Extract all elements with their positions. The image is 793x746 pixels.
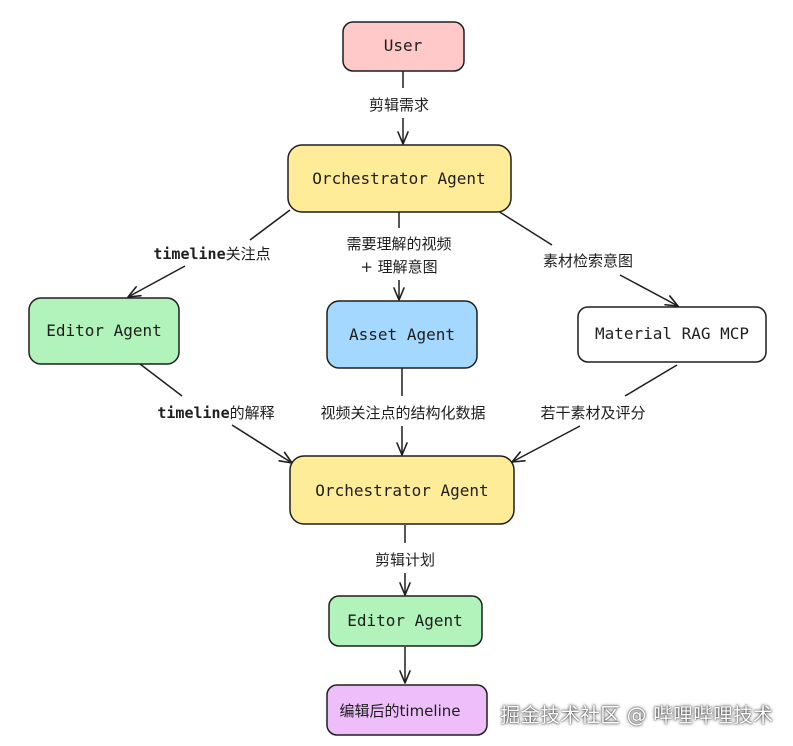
node-user-box (342, 21, 465, 72)
edge-label-timeline-explanation-mono: timeline (157, 404, 229, 422)
edge-editor-to-orchestrator-lower (231, 424, 293, 464)
node-orchestrator-mid-label: Orchestrator Agent (315, 481, 488, 500)
edge-label-timeline-explanation: timeline的解释 (157, 404, 274, 422)
edge-label-timeline-explanation-rest: 的解释 (230, 404, 275, 422)
edge-label-timeline-focus-mono: timeline (153, 245, 225, 263)
node-orchestrator-mid-box (289, 455, 515, 525)
node-orchestrator-top-label: Orchestrator Agent (312, 169, 485, 188)
node-asset: Asset Agent (326, 300, 478, 369)
edge-orchestrator-to-material-upper (497, 210, 553, 246)
node-editor-left-box (28, 297, 180, 365)
edge-label-timeline-focus-rest: 关注点 (226, 245, 271, 263)
node-asset-box (326, 300, 478, 369)
edge-label-editing-plan: 剪辑计划 (375, 551, 435, 569)
edge-orchestrator-to-editor-lower (127, 265, 186, 298)
node-material-label: Material RAG MCP (595, 324, 749, 343)
node-orchestrator-top-box (287, 144, 512, 213)
node-user: User (342, 21, 465, 72)
node-editor-left: Editor Agent (28, 297, 180, 365)
node-output-label: 编辑后的timeline (340, 702, 461, 720)
node-orchestrator-top: Orchestrator Agent (287, 144, 512, 213)
edge-orchestrator-to-editor-upper (249, 209, 291, 241)
node-asset-label: Asset Agent (349, 325, 455, 344)
edge-label-editing-requirements: 剪辑需求 (369, 96, 429, 114)
edges (127, 71, 679, 684)
edge-editor-to-orchestrator-upper (139, 363, 183, 397)
node-editor-bottom: Editor Agent (328, 595, 483, 647)
edge-label-materials-and-scores: 若干素材及评分 (540, 404, 645, 422)
node-editor-bottom-box (328, 595, 483, 647)
watermark: 掘金技术社区 @ 哔哩哔哩技术 (500, 703, 773, 727)
edge-orchestrator-to-material-lower (619, 274, 679, 307)
node-editor-bottom-label: Editor Agent (347, 611, 463, 630)
edge-label-understanding-intent: + 理解意图 (360, 258, 437, 276)
node-material: Material RAG MCP (577, 306, 767, 363)
edge-label-structured-video-data: 视频关注点的结构化数据 (320, 404, 485, 422)
edge-label-material-retrieval-intent: 素材检索意图 (543, 252, 633, 270)
edge-material-to-orchestrator-lower (511, 425, 581, 463)
node-orchestrator-mid: Orchestrator Agent (289, 455, 515, 525)
node-editor-left-label: Editor Agent (46, 321, 162, 340)
node-output: 编辑后的timeline (326, 684, 488, 736)
edge-label-timeline-focus: timeline关注点 (153, 245, 270, 263)
edge-label-video-to-understand: 需要理解的视频 (346, 235, 451, 253)
node-material-box (577, 306, 767, 363)
node-user-label: User (384, 36, 423, 55)
edge-material-to-orchestrator-upper (624, 364, 678, 397)
node-output-box (326, 684, 488, 736)
